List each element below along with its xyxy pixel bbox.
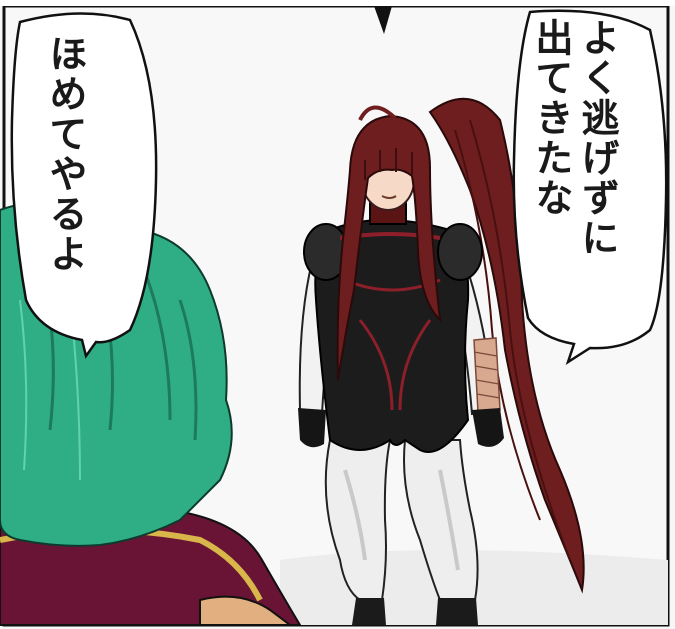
speech-right-line-1: よく逃げずに xyxy=(575,18,619,258)
speech-bubble-right xyxy=(512,9,668,365)
left-shoe xyxy=(352,598,386,625)
top-spike xyxy=(374,6,392,34)
speech-right-text: よく逃げずに 出てきたな xyxy=(528,18,620,258)
right-glove xyxy=(472,408,504,447)
right-shoulder xyxy=(437,223,483,281)
speech-left-text: ほめてやるよ xyxy=(42,34,88,274)
red-haired-fighter xyxy=(298,97,585,625)
right-shoe xyxy=(436,598,478,625)
speech-left-line-1: ほめてやるよ xyxy=(43,34,87,274)
speech-bubble-left xyxy=(10,12,158,359)
arm-bandage xyxy=(473,337,501,413)
left-glove xyxy=(298,408,326,448)
top-gutter xyxy=(0,0,675,6)
speech-right-line-2: 出てきたな xyxy=(529,18,573,218)
front-hair xyxy=(336,114,442,381)
